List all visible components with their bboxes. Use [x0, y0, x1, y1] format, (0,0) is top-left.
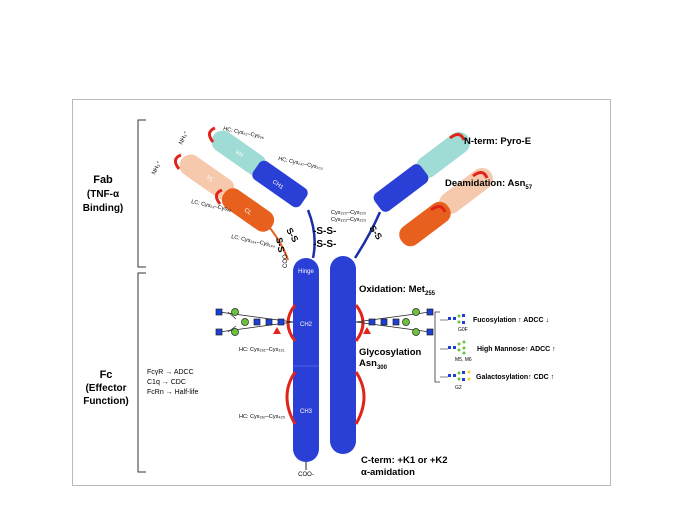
ch3-loop-right — [354, 371, 366, 425]
left-light-chain — [179, 154, 275, 232]
ch3-label: CH3 — [300, 409, 313, 415]
n-term-label: N-term: Pyro-E — [464, 136, 531, 147]
svg-text:G0F: G0F — [458, 327, 468, 333]
right-fc-stem — [330, 256, 356, 454]
hinge-cys-a: Cys₂₂₀–Cys₂₂₀ — [331, 210, 366, 216]
c-term-label-2: α-amidation — [361, 467, 415, 478]
left-fab-loop-1 — [208, 126, 216, 143]
fc-effector-2: C1q → CDC — [147, 379, 186, 386]
fc-sub-2: Function) — [83, 396, 129, 407]
svg-text:M5, M6: M5, M6 — [455, 357, 472, 363]
ss-left-2: S-S — [274, 237, 286, 254]
lc-connector-left — [269, 227, 289, 261]
coo-lc: COO- — [283, 252, 289, 268]
fc-effector-3: FcRn → Half-life — [147, 389, 198, 396]
left-fc-stem — [293, 258, 319, 462]
svg-text:G2: G2 — [455, 385, 462, 391]
fab-sub-2: Binding) — [83, 203, 124, 214]
glycan-entry-high-mannose: M5, M6 High Mannose↑ ADCC ↑ — [440, 340, 556, 363]
hinge-connector-right — [353, 211, 382, 259]
ss-mid-1: -S-S- — [313, 226, 336, 237]
glycan-tree-left — [215, 308, 294, 336]
left-fab-loop-2 — [174, 153, 182, 170]
cl-label: CL — [243, 208, 253, 218]
vl-left-label: VL — [205, 175, 215, 185]
right-fab-loop-3 — [430, 205, 447, 213]
fab-bracket — [137, 119, 146, 268]
antibody-diagram: Fab (TNF-α Binding) Fc (Effector Functio… — [83, 119, 556, 478]
deamidation-label: Deamidation: Asn57 — [445, 178, 533, 191]
glycan-tree-right — [355, 308, 434, 336]
fc-label: Fc — [100, 369, 113, 381]
hinge-cys-b: Cys₂₂₃–Cys₂₂₃ — [331, 217, 366, 223]
left-fab-loop-3 — [215, 188, 223, 205]
fc-effector-1: FcγR → ADCC — [147, 369, 194, 376]
lc-cys-b: LC: Cys₁₃₄–Cys₁₉₄ — [231, 234, 277, 249]
hc-cys-b: HC: Cys₁₄₇–Cys₂₀₃ — [278, 156, 324, 171]
nh3-label-b: NH₃⁺ — [150, 160, 162, 176]
glycan-entry-g2: G2 Galactosylation↑ CDC ↑ — [440, 370, 554, 391]
ss-mid-2: -S-S- — [313, 239, 336, 250]
hc-cys-ch2: HC: Cys₂₆₁–Cys₃₂₁ — [239, 347, 285, 353]
hinge-label: Hinge — [298, 269, 314, 275]
fab-sub-1: (TNF-α — [87, 189, 120, 200]
left-heavy-chain-fab — [211, 130, 308, 208]
fc-bracket — [137, 272, 146, 473]
ch3-loop-left — [285, 371, 297, 425]
vh-left-label: VH — [233, 149, 243, 159]
glycan-entry-g0f: G0F Fucosylation ↑ ADCC ↓ — [440, 314, 549, 333]
coo-hc: COO- — [298, 472, 314, 478]
ss-left-1: S-S — [284, 226, 300, 244]
c-term-label-1: C-term: +K1 or +K2 — [361, 455, 448, 466]
nh3-label-a: NH₃⁺ — [177, 130, 189, 146]
figure-frame: Fab (TNF-α Binding) Fc (Effector Functio… — [72, 99, 611, 486]
right-heavy-chain-fab — [373, 131, 470, 212]
hc-cys-ch3: HC: Cys₃₆₇–Cys₄₂₅ — [239, 414, 285, 420]
ss-right: S-S — [367, 223, 384, 241]
svg-text:Galactosylation↑ CDC ↑: Galactosylation↑ CDC ↑ — [476, 374, 554, 381]
fab-label: Fab — [93, 174, 113, 186]
ch2-label: CH2 — [300, 322, 313, 328]
glycan-site-left — [273, 327, 281, 334]
hinge-connector-left — [306, 209, 316, 259]
glycan-site-right — [363, 327, 371, 334]
svg-text:High Mannose↑ ADCC ↑: High Mannose↑ ADCC ↑ — [477, 346, 556, 353]
right-fab-loop-1 — [449, 133, 466, 141]
glycosylation-label: Glycosylation — [359, 347, 421, 358]
right-fab-loop-2 — [472, 171, 489, 179]
right-light-chain — [399, 167, 493, 247]
glycan-bracket — [434, 311, 440, 383]
fc-sub-1: (Effector — [85, 383, 126, 394]
svg-text:Fucosylation ↑ ADCC ↓: Fucosylation ↑ ADCC ↓ — [473, 317, 549, 324]
glycosylation-site-label: Asn300 — [359, 358, 388, 371]
oxidation-label: Oxidation: Met255 — [359, 284, 436, 297]
